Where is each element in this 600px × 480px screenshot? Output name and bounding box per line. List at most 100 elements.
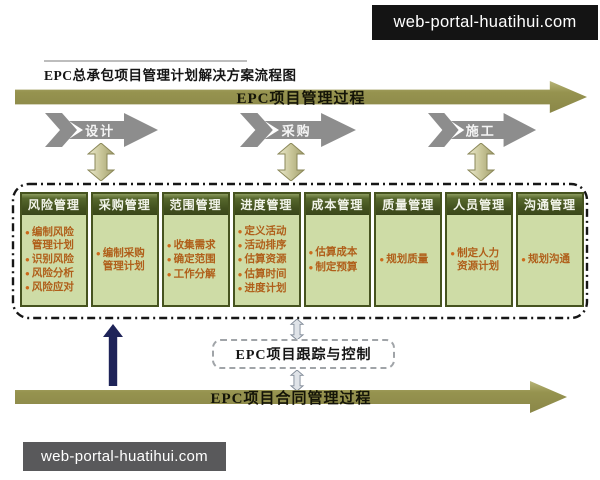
epc-contract-process-arrow: EPC项目合同管理过程: [15, 381, 567, 413]
page-title: EPC总承包项目管理计划解决方案流程图: [44, 68, 297, 83]
column-item: ●估算时间: [238, 268, 297, 281]
column-item: ●定义活动: [238, 225, 297, 238]
column-header: 风险管理: [22, 194, 86, 215]
column-item-label: 规划沟通: [527, 254, 570, 266]
column-header: 范围管理: [163, 194, 228, 215]
up-down-arrow-icon: [277, 143, 305, 181]
column-item: ●估算成本: [309, 246, 368, 259]
column-body: ●规划沟通: [518, 215, 582, 305]
phase-arrow-procurement: 采购: [240, 111, 358, 149]
up-down-arrow-small-icon: [289, 319, 305, 340]
column-item-label: 制定预算: [315, 261, 358, 273]
epc-management-process-label: EPC项目管理过程: [236, 90, 366, 107]
bullet-icon: ●: [237, 269, 243, 279]
column-body: ●定义活动●活动排序●估算资源●估算时间●进度计划: [235, 215, 299, 305]
bullet-icon: ●: [166, 255, 172, 265]
bullet-icon: ●: [25, 254, 30, 264]
management-column: 质量管理●规划质量: [374, 192, 443, 307]
column-item: ●收集需求: [167, 239, 226, 252]
column-item-label: 风险应对: [31, 282, 74, 294]
bullet-icon: ●: [308, 262, 314, 272]
column-item-label: 活动排序: [244, 240, 287, 252]
bullet-icon: ●: [308, 248, 314, 258]
phase-label: 采购: [281, 123, 312, 139]
column-item-label: 编制采购管理计划: [102, 247, 145, 272]
column-item: ●确定范围: [167, 253, 226, 266]
chevron-arrow-icon: [428, 113, 537, 147]
column-item-label: 规划质量: [386, 254, 429, 266]
column-item: ●风险分析: [25, 267, 84, 280]
bullet-icon: ●: [521, 255, 526, 265]
bullet-icon: ●: [237, 255, 243, 265]
column-item-label: 收集需求: [173, 240, 216, 252]
epc-management-process-arrow: EPC项目管理过程: [15, 81, 587, 113]
management-column: 人员管理 ●制定人力资源计划: [445, 192, 514, 307]
column-header: 成本管理: [305, 194, 370, 215]
column-item-label: 编制风险管理计划: [31, 226, 74, 251]
column-item: ●编制采购管理计划: [96, 247, 155, 273]
management-column: 风险管理●编制风险管理计划●识别风险●风险分析●风险应对: [20, 192, 88, 307]
column-item: ●工作分解: [167, 268, 226, 281]
management-column: 沟通管理 ●规划沟通: [516, 192, 584, 307]
bullet-icon: ●: [25, 283, 30, 293]
management-column: 范围管理●收集需求●确定范围●工作分解: [161, 192, 230, 307]
column-body: ●编制采购管理计划: [93, 215, 157, 305]
management-column: 进度管理●定义活动●活动排序●估算资源●估算时间●进度计划: [232, 192, 301, 307]
column-item: ●估算资源: [238, 253, 297, 266]
column-body: ●估算成本●制定预算: [306, 215, 370, 305]
column-header: 进度管理: [234, 194, 299, 215]
phase-arrow-design: 设计: [45, 111, 160, 149]
chevron-arrow-icon: [240, 113, 356, 147]
bullet-icon: ●: [379, 255, 385, 265]
column-item-label: 估算时间: [244, 268, 287, 280]
column-header: 人员管理: [447, 194, 512, 215]
tracking-control-box: EPC项目跟踪与控制: [212, 339, 395, 369]
epc-contract-process-label: EPC项目合同管理过程: [210, 390, 372, 407]
column-item-label: 确定范围: [173, 254, 216, 266]
column-item-label: 进度计划: [244, 282, 287, 294]
column-item: ●规划沟通: [521, 253, 580, 266]
column-item-label: 估算资源: [244, 254, 287, 266]
bullet-icon: ●: [237, 227, 243, 237]
column-header: 采购管理: [92, 194, 157, 215]
management-column: 成本管理●估算成本●制定预算: [303, 192, 372, 307]
watermark-top: web-portal-huatihui.com: [372, 5, 598, 40]
phase-arrow-construction: 施工: [428, 111, 538, 149]
column-item-label: 定义活动: [244, 226, 287, 238]
feedback-up-arrow: [103, 324, 123, 386]
column-item-label: 估算成本: [315, 247, 358, 259]
column-item: ●规划质量: [379, 253, 438, 266]
column-item-label: 识别风险: [31, 253, 74, 265]
title-rule: [44, 60, 247, 62]
bullet-icon: ●: [237, 241, 243, 251]
column-item-label: 风险分析: [31, 268, 74, 280]
up-down-arrow-icon: [467, 143, 495, 181]
phase-label: 施工: [465, 123, 496, 139]
column-item: ●活动排序: [238, 239, 297, 252]
bullet-icon: ●: [166, 269, 172, 279]
column-item: ●制定人力资源计划: [450, 247, 509, 273]
bullet-icon: ●: [25, 269, 30, 279]
bullet-icon: ●: [450, 248, 456, 258]
column-item-label: 制定人力资源计划: [457, 247, 500, 272]
management-columns: 风险管理●编制风险管理计划●识别风险●风险分析●风险应对采购管理●编制采购管理计…: [20, 192, 584, 307]
column-header: 沟通管理: [518, 194, 582, 215]
bullet-icon: ●: [25, 227, 30, 237]
column-item: ●识别风险: [25, 253, 84, 266]
column-item: ●风险应对: [25, 281, 84, 294]
bullet-icon: ●: [237, 283, 243, 293]
column-body: ●编制风险管理计划●识别风险●风险分析●风险应对: [22, 215, 86, 305]
watermark-bottom: web-portal-huatihui.com: [23, 442, 226, 471]
phase-label: 设计: [85, 123, 116, 139]
up-down-arrow-icon: [87, 143, 115, 181]
column-item: ●进度计划: [238, 282, 297, 295]
column-item: ●编制风险管理计划: [25, 226, 84, 252]
bullet-icon: ●: [166, 241, 172, 251]
chevron-arrow-icon: [45, 113, 158, 147]
column-body: ●制定人力资源计划: [447, 215, 511, 305]
column-item-label: 工作分解: [173, 268, 216, 280]
column-body: ●规划质量: [376, 215, 440, 305]
management-column: 采购管理 ●编制采购管理计划: [90, 192, 159, 307]
up-down-arrow-small-icon: [289, 370, 305, 391]
